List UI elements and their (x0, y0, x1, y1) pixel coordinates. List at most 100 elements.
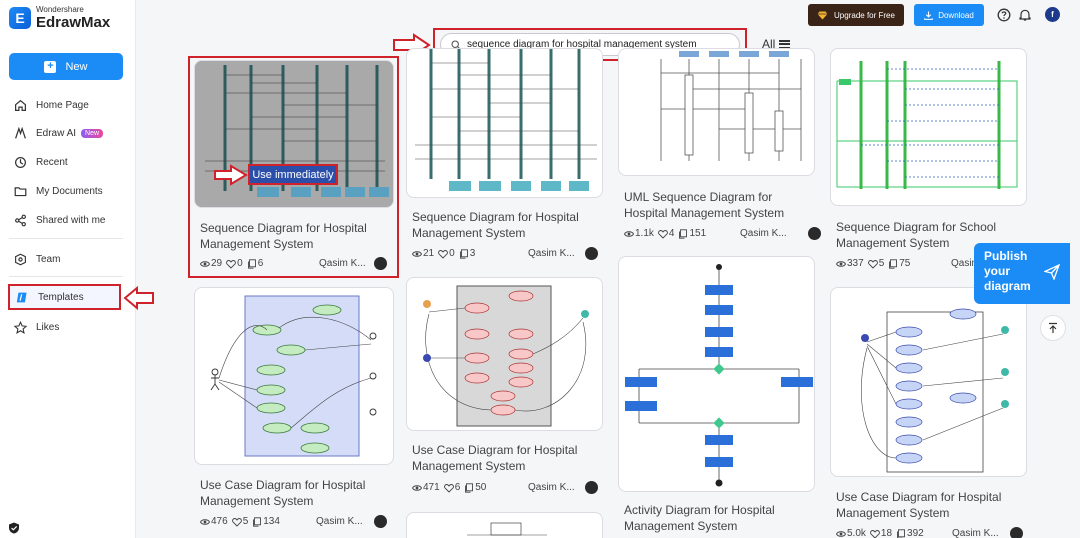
clock-icon (12, 154, 28, 170)
heart-icon (231, 517, 242, 527)
copies-count: 392 (896, 528, 924, 538)
copy-icon (889, 258, 898, 269)
template-thumbnail[interactable] (618, 256, 815, 492)
filter-all-menu[interactable]: All (762, 37, 791, 51)
filter-label: All (762, 37, 776, 51)
eye-icon (412, 250, 422, 257)
sidebar-item-label: Home Page (36, 99, 89, 111)
copies-count: 151 (678, 228, 706, 239)
back-to-top-button[interactable] (1040, 315, 1066, 341)
card-author[interactable]: Qasim K... (316, 516, 363, 527)
copy-icon (679, 228, 688, 239)
eye-icon (836, 530, 846, 537)
template-thumbnail[interactable] (830, 48, 1027, 206)
bell-icon[interactable] (1018, 8, 1032, 22)
templates-icon (14, 289, 30, 305)
sidebar-item-edraw-ai[interactable]: Edraw AI New (12, 122, 104, 144)
sidebar-item-my-documents[interactable]: My Documents (12, 180, 103, 202)
menu-icon (779, 39, 791, 49)
author-avatar[interactable] (585, 481, 598, 494)
heart-icon (438, 249, 448, 259)
home-icon (12, 97, 28, 113)
template-thumbnail[interactable] (194, 287, 394, 465)
author-avatar[interactable] (585, 247, 598, 260)
search-input[interactable] (467, 39, 727, 50)
likes-count: 0 (226, 258, 243, 269)
sidebar-item-shared[interactable]: Shared with me (12, 209, 105, 231)
use-case-diagram-preview (860, 308, 1009, 473)
eye-icon (624, 230, 634, 237)
card-author[interactable]: Qasim K... (952, 528, 999, 538)
template-thumbnail[interactable] (830, 287, 1027, 477)
heart-icon (658, 229, 668, 239)
app-logo[interactable]: E Wondershare EdrawMax (9, 6, 110, 30)
download-label: Download (938, 10, 974, 20)
copy-icon (253, 516, 262, 527)
shield-icon (9, 522, 19, 534)
use-immediately-button[interactable]: Use immediately (248, 164, 338, 185)
heart-icon (443, 483, 454, 493)
template-thumbnail[interactable] (406, 48, 603, 198)
eye-icon (836, 260, 846, 267)
sidebar-item-team[interactable]: Team (12, 248, 60, 270)
publish-diagram-button[interactable]: Publish your diagram (974, 243, 1070, 304)
sidebar-item-home[interactable]: Home Page (12, 94, 89, 116)
copy-icon (465, 482, 474, 493)
template-thumbnail[interactable] (406, 277, 603, 431)
template-thumbnail[interactable] (406, 512, 603, 538)
template-thumbnail[interactable] (618, 48, 815, 176)
eye-icon (200, 260, 210, 267)
template-card[interactable] (406, 512, 603, 538)
upgrade-label: Upgrade for Free (834, 10, 895, 20)
author-avatar[interactable] (374, 515, 387, 528)
download-button[interactable]: Download (914, 4, 984, 26)
card-stats: 21 0 3 (412, 248, 479, 259)
author-avatar[interactable] (808, 227, 821, 240)
sequence-diagram-preview (660, 51, 802, 161)
card-author[interactable]: Qasim K... (740, 228, 787, 239)
sidebar-item-label: Team (36, 253, 61, 265)
activity-diagram-preview (625, 264, 813, 487)
copies-count: 50 (464, 482, 486, 493)
sidebar-item-templates[interactable]: Templates (8, 284, 121, 310)
card-author[interactable]: Qasim K... (528, 482, 575, 493)
help-icon[interactable] (997, 8, 1011, 22)
views-count: 29 (200, 258, 222, 269)
card-author[interactable]: Qasim K... (528, 248, 575, 259)
upgrade-button[interactable]: Upgrade for Free (808, 4, 904, 26)
share-icon (12, 212, 28, 228)
views-count: 5.0k (836, 528, 866, 538)
card-stats: 471 6 50 (412, 482, 490, 493)
team-icon (12, 251, 28, 267)
views-count: 1.1k (624, 228, 654, 239)
sidebar-item-recent[interactable]: Recent (12, 151, 68, 173)
card-author[interactable]: Qasim (951, 258, 980, 269)
card-author[interactable]: Qasim K... (319, 258, 366, 269)
copies-count: 6 (247, 258, 263, 269)
card-stats: 5.0k 18 392 (836, 528, 928, 538)
sidebar-item-label: My Documents (36, 185, 103, 197)
plus-icon: + (44, 60, 57, 73)
sidebar-item-likes[interactable]: Likes (12, 316, 59, 338)
brand-line2: EdrawMax (36, 14, 111, 31)
new-button[interactable]: + New (9, 53, 123, 80)
heart-icon (870, 529, 880, 538)
author-avatar[interactable] (1010, 527, 1023, 538)
author-avatar[interactable] (374, 257, 387, 270)
user-avatar[interactable]: f (1045, 7, 1060, 22)
